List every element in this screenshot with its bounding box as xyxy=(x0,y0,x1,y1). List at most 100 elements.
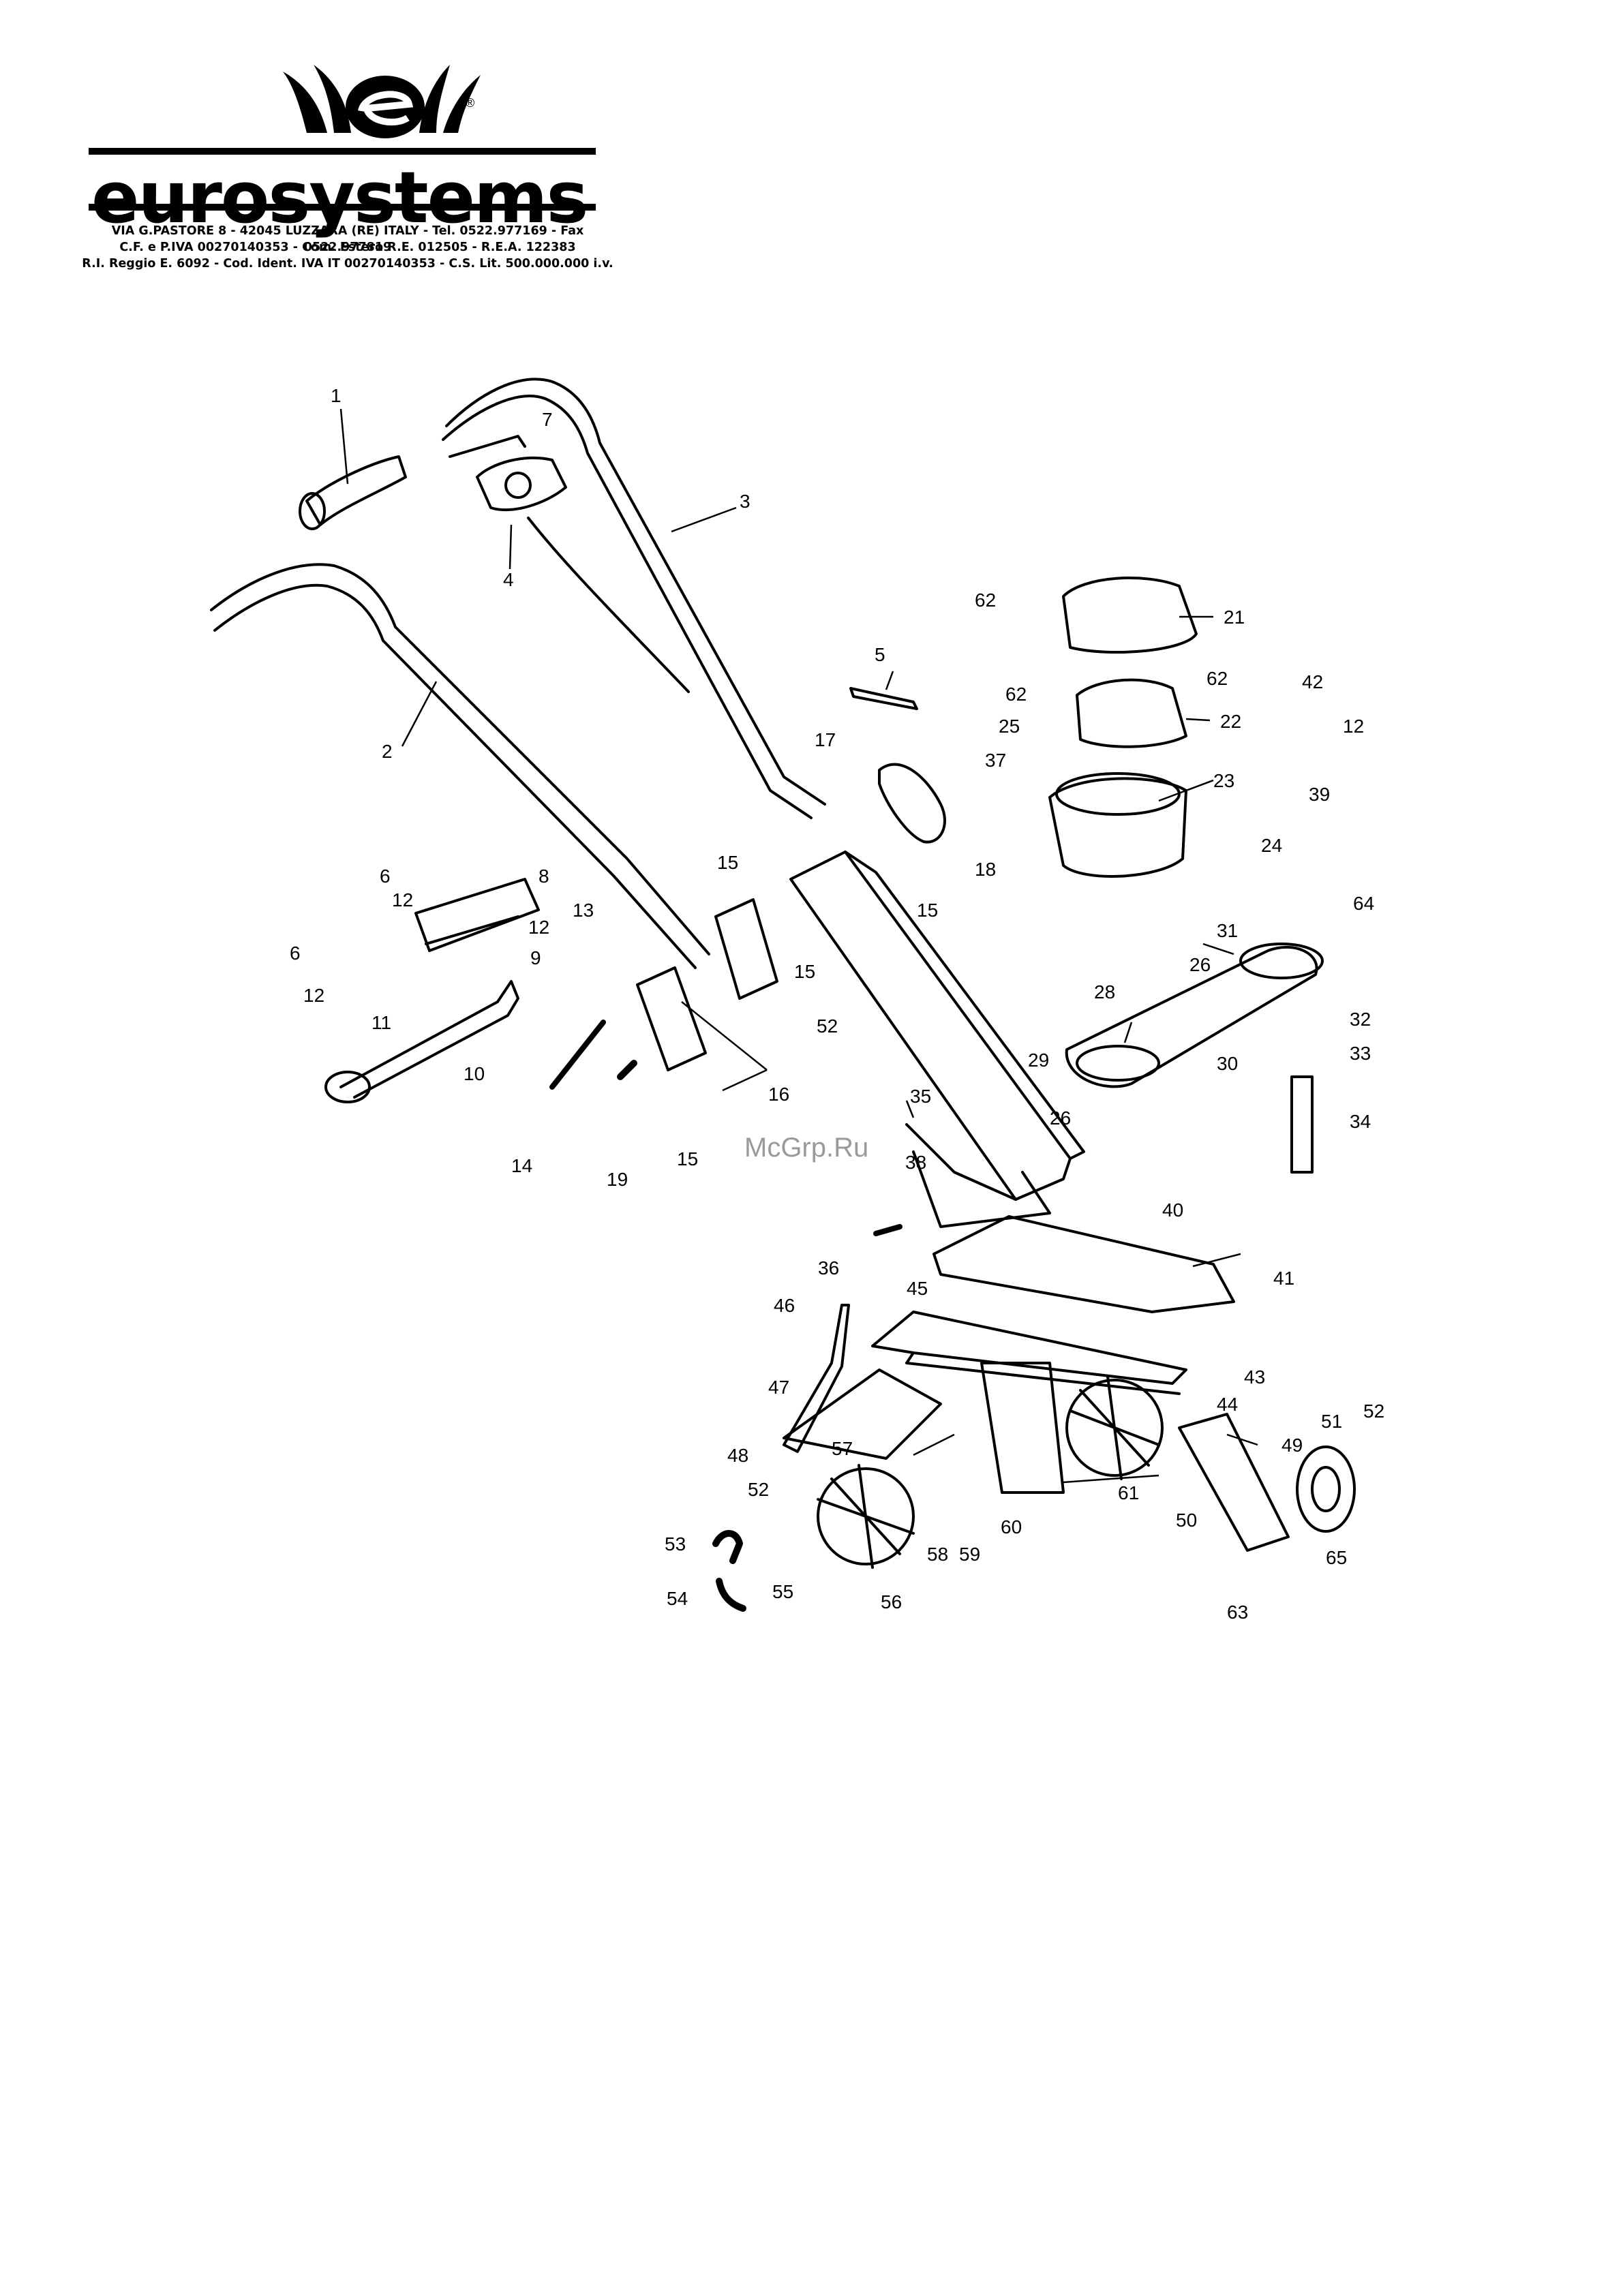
middle-cover xyxy=(1076,678,1187,748)
address-line-2: C.F. e P.IVA 00270140353 - Com. Estero R… xyxy=(119,241,576,254)
part-label: 62 xyxy=(975,590,996,611)
side-shield xyxy=(783,1368,942,1460)
part-label: 13 xyxy=(573,900,594,921)
top-plate xyxy=(932,1215,1235,1313)
brand-block: eurosystems xyxy=(75,147,613,249)
part-label: 17 xyxy=(815,729,836,750)
part-label: 41 xyxy=(1273,1268,1294,1289)
part-label: 45 xyxy=(907,1278,928,1299)
part-label: 53 xyxy=(665,1533,686,1555)
top-cover xyxy=(1062,577,1198,654)
part-label: 12 xyxy=(1343,716,1364,737)
part-label: 26 xyxy=(1189,954,1211,975)
main-frame xyxy=(789,851,1072,1201)
throttle-cable xyxy=(527,517,690,693)
part-label: 29 xyxy=(1028,1050,1049,1071)
part-label: 18 xyxy=(975,859,996,880)
part-label: 63 xyxy=(1227,1602,1248,1623)
part-label: 52 xyxy=(748,1479,769,1500)
part-label: 39 xyxy=(1309,784,1330,805)
depth-lever xyxy=(339,980,519,1099)
drive-shaft xyxy=(1290,1075,1314,1174)
part-label: 15 xyxy=(794,961,815,982)
part-number-labels: 1 2 3 4 5 6 6 7 8 9 10 11 12 12 12 13 14… xyxy=(290,385,1384,1623)
part-label: 35 xyxy=(910,1086,931,1107)
part-label: 59 xyxy=(959,1544,980,1565)
part-label: 26 xyxy=(1050,1107,1071,1129)
tine-left xyxy=(817,1467,915,1565)
address-line-1: VIA G.PASTORE 8 - 42045 LUZZARA (RE) ITA… xyxy=(111,224,584,254)
part-label: 10 xyxy=(464,1063,485,1084)
part-label: 16 xyxy=(768,1084,789,1105)
part-label: 2 xyxy=(382,741,393,762)
part-label: 54 xyxy=(667,1588,688,1609)
handlebar-right xyxy=(445,378,826,806)
handle-grip xyxy=(305,455,407,526)
part-label: 4 xyxy=(503,569,514,590)
part-label: 15 xyxy=(917,900,938,921)
part-label: 14 xyxy=(511,1155,532,1176)
part-label: 40 xyxy=(1162,1199,1183,1221)
part-label: 65 xyxy=(1326,1547,1347,1568)
part-label: 48 xyxy=(727,1445,748,1466)
address-line-3: R.I. Reggio E. 6092 - Cod. Ident. IVA IT… xyxy=(82,257,613,271)
brand-rule-top xyxy=(89,148,596,155)
belt-arm xyxy=(1065,946,1318,1088)
part-label: 23 xyxy=(1213,770,1234,791)
part-label: 1 xyxy=(331,385,342,406)
eurosystems-logo-icon: ® xyxy=(283,65,481,138)
part-label: 61 xyxy=(1118,1482,1139,1503)
part-label: 25 xyxy=(999,716,1020,737)
part-label: 42 xyxy=(1302,671,1323,692)
depth-stake xyxy=(783,1304,850,1453)
part-label: 52 xyxy=(817,1015,838,1037)
part-label: 62 xyxy=(1005,684,1027,705)
part-label: 32 xyxy=(1350,1009,1371,1030)
part-label: 52 xyxy=(1363,1400,1384,1422)
part-label: 46 xyxy=(774,1295,795,1316)
transport-wheel xyxy=(1296,1445,1356,1533)
part-label: 3 xyxy=(740,491,750,512)
tine-cover xyxy=(871,1311,1187,1385)
part-label: 6 xyxy=(290,943,301,964)
part-label: 9 xyxy=(530,947,541,968)
leader-lines xyxy=(339,408,1258,1484)
brand-name: eurosystems xyxy=(91,156,588,239)
part-label: 62 xyxy=(1207,668,1228,689)
part-label: 8 xyxy=(539,866,549,887)
part-label: 47 xyxy=(768,1377,789,1398)
registered-mark: ® xyxy=(466,96,474,110)
part-label: 60 xyxy=(1001,1516,1022,1537)
part-label: 57 xyxy=(832,1438,853,1459)
part-label: 6 xyxy=(380,866,391,887)
part-label: 21 xyxy=(1224,607,1245,628)
part-label: 49 xyxy=(1281,1435,1303,1456)
part-drawings xyxy=(210,378,1356,1612)
part-label: 51 xyxy=(1321,1411,1342,1432)
part-label: 11 xyxy=(371,1012,391,1033)
part-label: 12 xyxy=(303,985,324,1006)
part-label: 38 xyxy=(905,1152,926,1173)
part-label: 58 xyxy=(927,1544,948,1565)
throttle-lever xyxy=(476,456,567,512)
part-label: 7 xyxy=(542,409,553,430)
part-label: 12 xyxy=(392,889,413,910)
part-label: 33 xyxy=(1350,1043,1371,1064)
part-label: 64 xyxy=(1353,893,1374,914)
engine-guard xyxy=(1048,777,1187,878)
watermark: McGrp.Ru xyxy=(744,1133,868,1163)
part-label: 19 xyxy=(607,1169,628,1190)
part-label: 5 xyxy=(875,644,885,665)
part-label: 24 xyxy=(1261,835,1282,856)
part-label: 30 xyxy=(1217,1053,1238,1074)
part-label: 12 xyxy=(528,917,549,938)
part-label: 31 xyxy=(1217,920,1238,941)
star-knob xyxy=(878,763,946,844)
wheel-arm xyxy=(1178,1413,1290,1552)
part-label: 28 xyxy=(1094,981,1115,1002)
handlebar-left xyxy=(210,563,710,955)
part-label: 22 xyxy=(1220,711,1241,732)
part-label: 56 xyxy=(881,1591,902,1612)
part-label: 36 xyxy=(818,1257,839,1279)
